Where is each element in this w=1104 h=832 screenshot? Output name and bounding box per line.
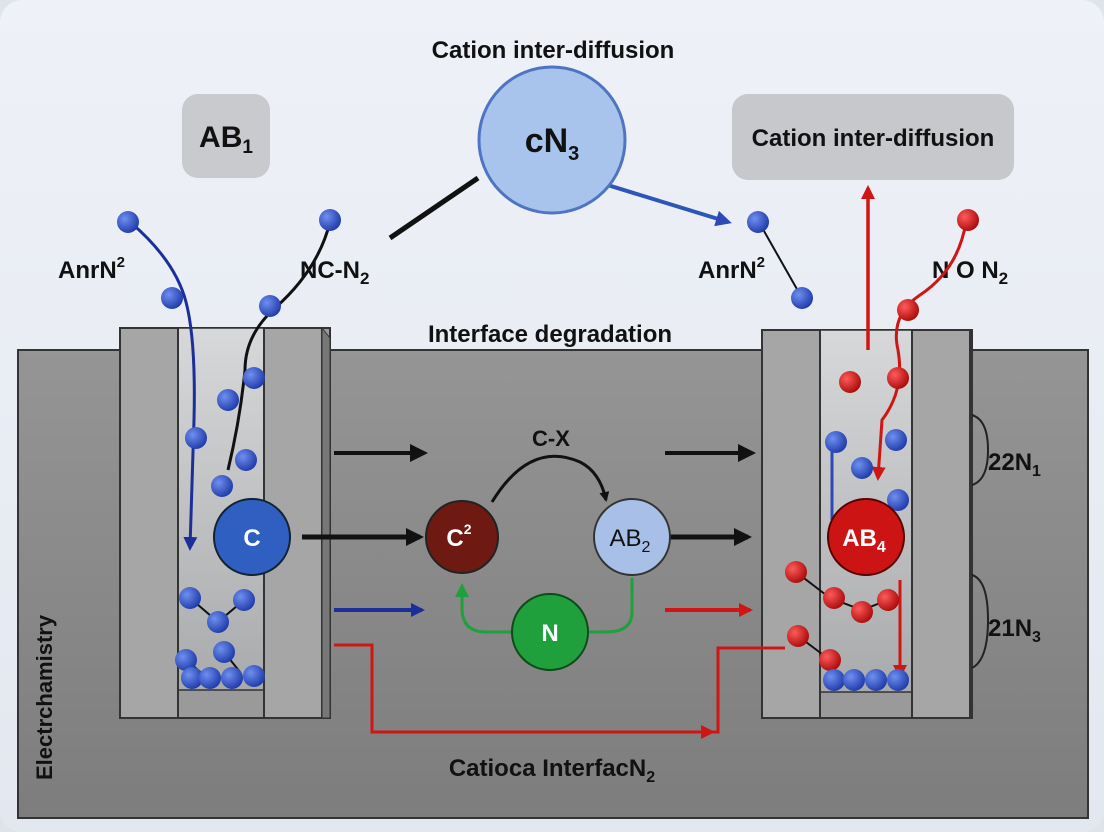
left-ions-top xyxy=(117,209,341,497)
green-loop-right xyxy=(588,578,634,634)
node-ab4 xyxy=(827,498,905,576)
node-ab2 xyxy=(593,498,671,576)
node-ab4-label: AB4 xyxy=(842,525,886,556)
ab1-box xyxy=(182,94,270,178)
side-label-1: 22N1 xyxy=(988,449,1041,480)
reaction-label: C-X xyxy=(532,426,570,451)
right-species-1: AnrN2 xyxy=(698,254,765,284)
node-c2-label: C2 xyxy=(446,521,471,552)
node-n-label: N xyxy=(541,620,558,647)
reaction-curve xyxy=(490,454,610,503)
side-label-2: 21N3 xyxy=(988,615,1041,646)
node-c2 xyxy=(425,500,499,574)
green-loop-left xyxy=(455,583,512,634)
left-species-2: NC-N2 xyxy=(300,257,369,288)
node-c xyxy=(213,498,291,576)
right-info-box xyxy=(732,94,1014,180)
node-c-label: C xyxy=(243,525,260,552)
left-diffusion-arrow xyxy=(129,220,198,551)
bottom-red-path xyxy=(334,643,715,739)
ab1-box-label: AB1 xyxy=(199,121,253,158)
right-red-path xyxy=(871,221,968,481)
node-ab2-label: AB2 xyxy=(610,525,651,556)
left-ions-bottom xyxy=(175,587,265,689)
node-n xyxy=(511,593,589,671)
bottom-red-return xyxy=(712,646,785,734)
right-ions-top xyxy=(747,209,979,511)
brace-lower xyxy=(971,574,990,669)
connector-left xyxy=(388,175,480,241)
right-ions-bottom xyxy=(785,561,909,691)
brace-upper xyxy=(971,414,990,486)
interface-label: Interface degradation xyxy=(428,321,672,348)
top-title: Cation inter-diffusion xyxy=(432,37,675,64)
bottom-label: Catioca InterfacN2 xyxy=(449,755,655,786)
left-species-1: AnrN2 xyxy=(58,254,125,284)
left-chain-path xyxy=(226,221,332,471)
right-box-label: Cation inter-diffusion xyxy=(752,125,995,152)
right-species-2: N O N2 xyxy=(932,257,1008,288)
vertical-label: Electrchamistry xyxy=(32,614,57,780)
center-node xyxy=(477,65,627,215)
center-node-label: cN3 xyxy=(525,122,580,165)
